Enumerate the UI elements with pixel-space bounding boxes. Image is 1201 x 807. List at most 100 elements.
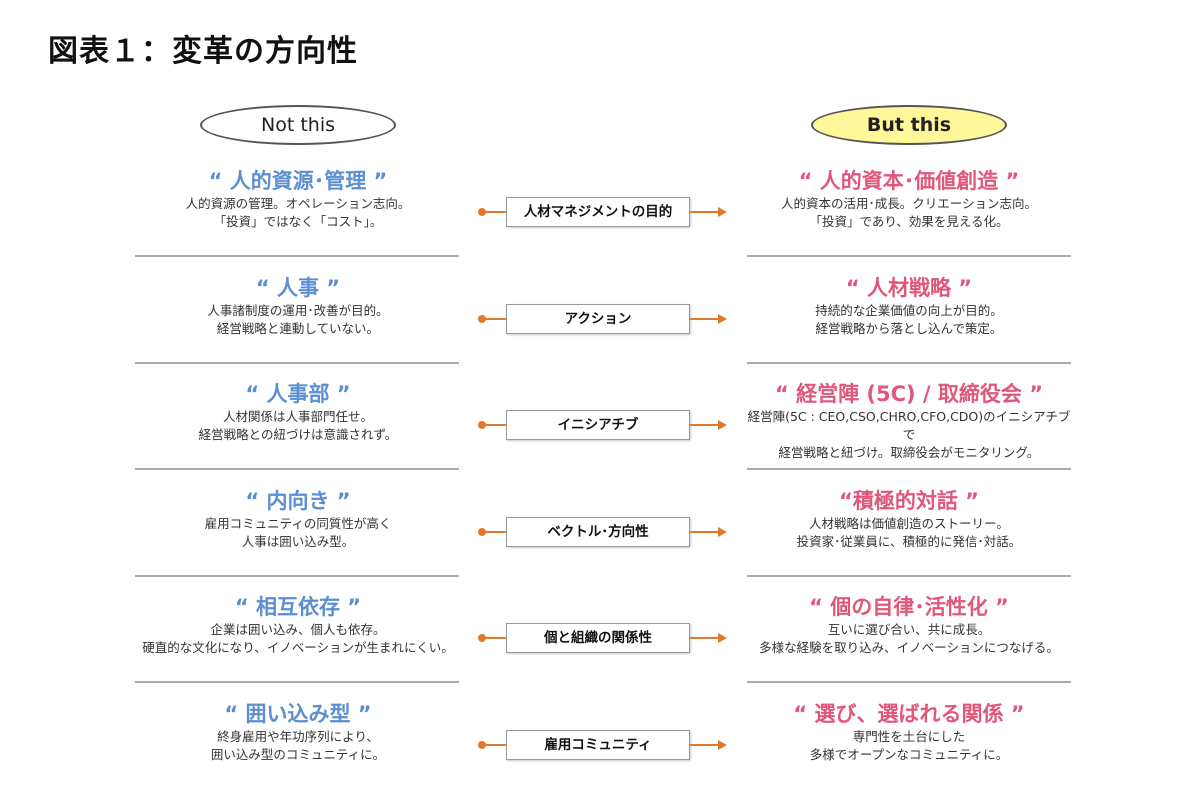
arrow-line <box>690 317 720 320</box>
divider <box>747 255 1071 257</box>
but-this-label: But this <box>811 105 1007 145</box>
arrow-line <box>690 743 720 746</box>
arrow-line <box>690 530 720 533</box>
old-state-desc-1: 雇用コミュニティの同質性が高く <box>204 515 392 531</box>
dimension-label: 雇用コミュニティ <box>506 729 690 760</box>
arrow-line <box>484 424 506 426</box>
transition-arrow: アクション <box>478 303 728 334</box>
comparison-row: “ 囲い込み型 ” 終身雇用や年功序列により、 囲い込み型のコミュニティに。 雇… <box>0 700 1201 807</box>
old-state: “ 人事部 ” 人材関係は人事部門任せ。 経営戦略との紐づけは意識されず。 <box>133 380 463 444</box>
new-state-desc-2: 「投資」であり、効果を見える化。 <box>809 214 1009 229</box>
divider <box>135 361 459 364</box>
arrow-line <box>484 530 506 533</box>
comparison-row: “ 相互依存 ” 企業は囲い込み、個人も依存。 硬直的な文化になり、イノベーショ… <box>0 593 1201 700</box>
old-state: “ 内向き ” 雇用コミュニティの同質性が高く 人事は囲い込み型。 <box>133 487 463 551</box>
new-state-title: “ 選び、選ばれる関係 ” <box>793 701 1025 726</box>
new-state-desc-1: 持続的な企業価値の向上が目的。 <box>815 302 1003 318</box>
transition-arrow: ベクトル･方向性 <box>478 516 728 547</box>
arrow-line <box>690 424 720 426</box>
arrow-head-icon <box>718 313 727 324</box>
new-state-desc-2: 経営戦略から落とし込んで策定。 <box>815 320 1003 336</box>
old-state-title: “ 内向き ” <box>245 488 351 513</box>
old-state-desc-2: 経営戦略との紐づけは意識されず。 <box>198 427 398 442</box>
new-state-desc-1: 専門性を土台にした <box>852 728 966 744</box>
transition-arrow: 人材マネジメントの目的 <box>478 197 728 227</box>
divider <box>135 574 459 577</box>
arrow-head-icon <box>718 739 727 750</box>
old-state: “ 人的資源･管理 ” 人的資源の管理。オペレーション志向。 「投資」ではなく「… <box>133 167 463 231</box>
old-state: “ 囲い込み型 ” 終身雇用や年功序列により、 囲い込み型のコミュニティに。 <box>133 700 463 764</box>
old-state-desc-2: 硬直的な文化になり、イノベーションが生まれにくい。 <box>142 640 454 655</box>
divider <box>747 574 1071 577</box>
divider <box>747 681 1071 683</box>
new-state: “ 個の自律･活性化 ” 互いに選び合い、共に成長。 多様な経験を取り込み、イノ… <box>744 593 1074 657</box>
new-state-desc-2: 投資家･従業員に、積極的に発信･対話。 <box>796 533 1022 549</box>
new-state: “積極的対話 ” 人材戦略は価値創造のストーリー。 投資家･従業員に、積極的に発… <box>744 487 1074 551</box>
new-state-title: “積極的対話 ” <box>839 488 979 513</box>
new-state-title: “ 人材戦略 ” <box>845 275 973 300</box>
arrow-start-dot-icon <box>478 740 486 749</box>
comparison-row: “ 人的資源･管理 ” 人的資源の管理。オペレーション志向。 「投資」ではなく「… <box>0 167 1201 274</box>
old-state-desc-1: 人材関係は人事部門任せ。 <box>222 409 373 424</box>
new-state-desc-1: 人的資本の活用･成長。クリエーション志向。 <box>780 196 1037 211</box>
new-state-title: “ 経営陣 (5C) / 取締役会 ” <box>774 382 1044 406</box>
arrow-head-icon <box>718 526 727 537</box>
arrow-start-dot-icon <box>478 421 486 429</box>
divider <box>135 681 459 683</box>
divider <box>135 468 459 470</box>
new-state-title: “ 人的資本･価値創造 ” <box>798 169 1020 193</box>
old-state-desc-2: 人事は囲い込み型。 <box>241 533 355 549</box>
old-state-desc-2: 囲い込み型のコミュニティに。 <box>210 746 386 762</box>
old-state: “ 人事 ” 人事諸制度の運用･改善が目的。 経営戦略と連動していない。 <box>133 274 463 338</box>
new-state: “ 選び、選ばれる関係 ” 専門性を土台にした 多様でオープンなコミュニティに。 <box>744 700 1074 764</box>
arrow-line <box>484 743 506 746</box>
dimension-label: イニシアチブ <box>506 410 690 440</box>
old-state-title: “ 囲い込み型 ” <box>224 701 372 726</box>
dimension-label: アクション <box>506 303 690 334</box>
comparison-row: “ 内向き ” 雇用コミュニティの同質性が高く 人事は囲い込み型。 ベクトル･方… <box>0 487 1201 594</box>
arrow-start-dot-icon <box>478 208 486 216</box>
dimension-label: 個と組織の関係性 <box>506 623 690 653</box>
divider <box>747 361 1071 364</box>
new-state-desc-1: 互いに選び合い、共に成長。 <box>827 622 991 637</box>
new-state-title: “ 個の自律･活性化 ” <box>809 595 1009 619</box>
arrow-start-dot-icon <box>478 527 486 536</box>
old-state-desc-1: 企業は囲い込み、個人も依存。 <box>210 622 386 637</box>
new-state: “ 人的資本･価値創造 ” 人的資本の活用･成長。クリエーション志向。 「投資」… <box>744 167 1074 231</box>
arrow-start-dot-icon <box>478 314 486 323</box>
new-state-desc-1: 人材戦略は価値創造のストーリー。 <box>809 515 1009 531</box>
transition-arrow: 個と組織の関係性 <box>478 623 728 653</box>
arrow-start-dot-icon <box>478 634 486 642</box>
new-state-desc-2: 多様な経験を取り込み、イノベーションにつなげる。 <box>759 640 1059 655</box>
arrow-head-icon <box>718 207 727 217</box>
dimension-label: 人材マネジメントの目的 <box>506 197 690 227</box>
transition-arrow: 雇用コミュニティ <box>478 729 728 760</box>
old-state-desc-2: 「投資」ではなく「コスト」。 <box>213 214 383 229</box>
dimension-label: ベクトル･方向性 <box>506 516 690 547</box>
arrow-line <box>484 211 506 213</box>
arrow-head-icon <box>718 420 727 430</box>
divider <box>747 468 1071 470</box>
new-state: “ 経営陣 (5C) / 取締役会 ” 経営陣(5C : CEO,CSO,CHR… <box>744 380 1074 462</box>
new-state-desc-2: 多様でオープンなコミュニティに。 <box>809 746 1009 762</box>
old-state-desc-2: 経営戦略と連動していない。 <box>216 320 380 336</box>
arrow-line <box>484 637 506 639</box>
old-state-title: “ 人事部 ” <box>245 382 351 406</box>
new-state-desc-1: 経営陣(5C : CEO,CSO,CHRO,CFO,CDO)のイニシアチブで <box>747 409 1071 442</box>
old-state-title: “ 人事 ” <box>255 275 341 300</box>
new-state: “ 人材戦略 ” 持続的な企業価値の向上が目的。 経営戦略から落とし込んで策定。 <box>744 274 1074 338</box>
transition-arrow: イニシアチブ <box>478 410 728 440</box>
old-state-desc-1: 人的資源の管理。オペレーション志向。 <box>185 196 411 211</box>
old-state-desc-1: 人事諸制度の運用･改善が目的。 <box>207 302 389 318</box>
old-state-title: “ 人的資源･管理 ” <box>208 169 388 193</box>
arrow-line <box>690 637 720 639</box>
old-state-title: “ 相互依存 ” <box>234 595 362 619</box>
divider <box>135 255 459 257</box>
not-this-label: Not this <box>200 105 396 145</box>
figure-title: 図表１：変革の方向性 <box>48 34 358 69</box>
old-state: “ 相互依存 ” 企業は囲い込み、個人も依存。 硬直的な文化になり、イノベーショ… <box>133 593 463 657</box>
arrow-line <box>484 317 506 320</box>
new-state-desc-2: 経営戦略と紐づけ。取締役会がモニタリング。 <box>778 445 1040 460</box>
comparison-row: “ 人事部 ” 人材関係は人事部門任せ。 経営戦略との紐づけは意識されず。 イニ… <box>0 380 1201 487</box>
arrow-line <box>690 211 720 213</box>
